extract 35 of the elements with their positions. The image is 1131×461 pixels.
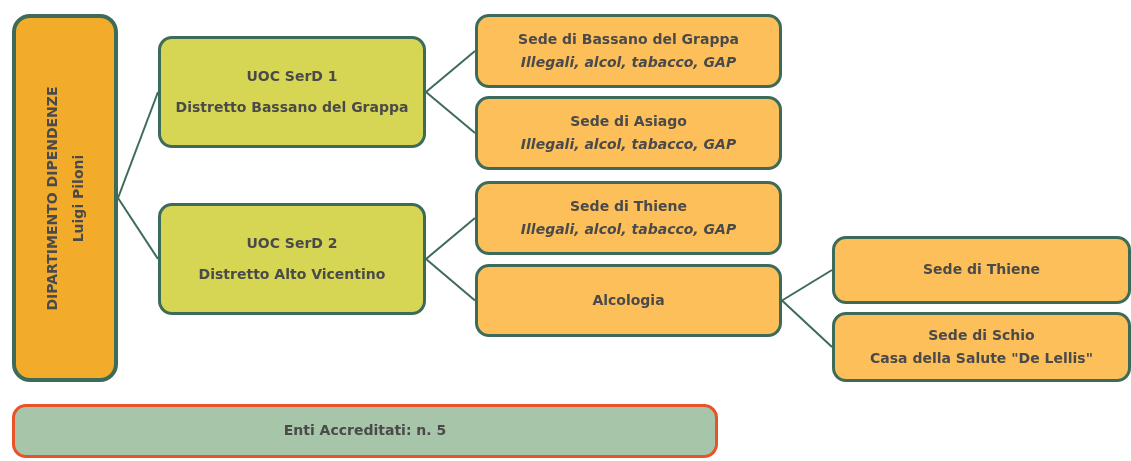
node-text: Alcologia: [592, 291, 665, 310]
org-unit-box: [158, 203, 426, 315]
node-text: Sede di Asiago: [570, 112, 687, 130]
node-text: Illegali, alcol, tabacco, GAP: [520, 136, 737, 154]
connector-line: [781, 269, 833, 302]
node-text: Illegali, alcol, tabacco, GAP: [520, 221, 737, 239]
connector-line: [781, 299, 833, 348]
node-text: Sede di Thiene: [923, 261, 1040, 279]
org-unit-box: [475, 181, 782, 255]
org-unit-box: [12, 404, 718, 458]
org-unit-box: [832, 236, 1131, 304]
node-text: Luigi Piloni: [69, 154, 87, 242]
org-unit-box: [158, 36, 426, 148]
connector-line: [425, 217, 476, 260]
node-text: Casa della Salute "De Lellis": [870, 350, 1093, 368]
node-text: Distretto Bassano del Grappa: [175, 99, 409, 117]
node-text: UOC SerD 2: [246, 234, 338, 252]
node-text: Sede di Thiene: [570, 197, 687, 215]
node-text: Illegali, alcol, tabacco, GAP: [520, 54, 737, 72]
org-unit-box: [475, 14, 782, 88]
node-text: Distretto Alto Vicentino: [198, 266, 386, 284]
org-unit-box: [475, 96, 782, 170]
node-text: Sede di Schio: [928, 326, 1035, 344]
org-unit-box: [832, 312, 1131, 382]
connector-line: [117, 197, 159, 260]
node-text: DIPARTIMENTO DIPENDENZE: [43, 85, 61, 311]
node-text: UOC SerD 1: [246, 67, 338, 85]
node-text: Enti Accreditati: n. 5: [283, 422, 447, 440]
node-text: Sede di Bassano del Grappa: [518, 30, 739, 48]
connector-line: [425, 50, 476, 93]
department-box: [12, 14, 118, 382]
org-unit-box: [475, 264, 782, 337]
connector-line: [117, 91, 159, 199]
connector-line: [425, 258, 476, 302]
connector-line: [425, 91, 476, 134]
